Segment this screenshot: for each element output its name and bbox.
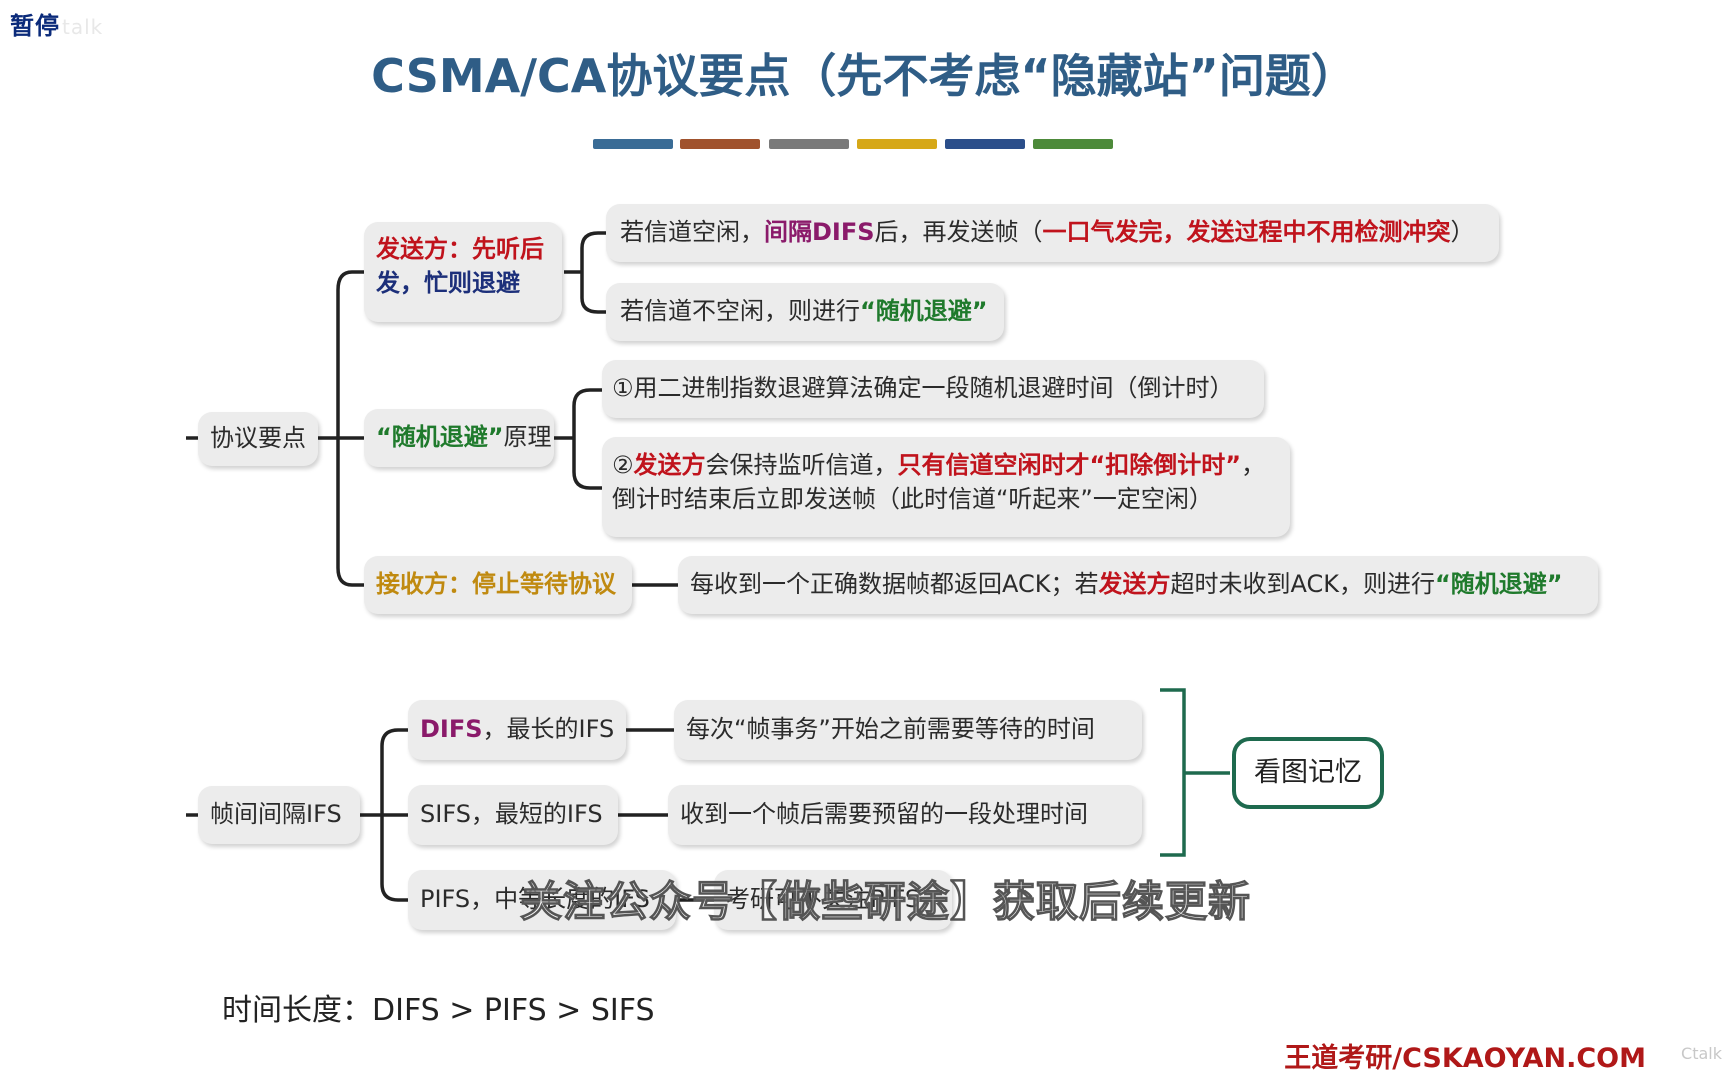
sender-busy-green: “随机退避” [860, 297, 988, 325]
sender-idle-highlight: 间隔DIFS [764, 218, 875, 246]
pifs-node: PIFS，中等长度的IFS [408, 870, 676, 930]
color-bar-6 [1033, 139, 1113, 149]
color-bar-5 [945, 139, 1025, 149]
receiver-detail-pre: 每收到一个正确数据帧都返回ACK；若 [690, 570, 1099, 598]
receiver-detail-red: 发送方 [1098, 570, 1171, 598]
slide-title: CSMA/CA协议要点（先不考虑“隐藏站”问题） [371, 49, 1357, 103]
protocol-root-node: 协议要点 [198, 412, 318, 466]
difs-name: DIFS [420, 715, 483, 743]
difs-label: ，最长的IFS [482, 715, 615, 743]
sender-idle-pre: 若信道空闲， [620, 218, 764, 246]
sifs-desc: 收到一个帧后需要预留的一段处理时间 [680, 800, 1088, 828]
backoff-node: “随机退避”原理 [364, 409, 554, 467]
ghost-text: talk [62, 15, 104, 39]
backoff-tail: 原理 [503, 423, 552, 451]
pifs-label: PIFS，中等长度的IFS [420, 885, 650, 913]
backoff-step-2-line-2: 倒计时结束后立即发送帧（此时信道“听起来”一定空闲） [612, 485, 1213, 513]
sender-line-1: 发送方：先听后 [376, 235, 544, 263]
sifs-label: SIFS，最短的IFS [420, 800, 603, 828]
color-bar-4 [857, 139, 937, 149]
color-bar-2 [680, 139, 760, 149]
difs-desc-node: 每次“帧事务”开始之前需要等待的时间 [674, 700, 1142, 760]
receiver-node: 接收方：停止等待协议 [364, 556, 632, 614]
watermark: Ctalk [1681, 1044, 1722, 1063]
color-bar-1 [593, 139, 673, 149]
sifs-desc-node: 收到一个帧后需要预留的一段处理时间 [668, 785, 1142, 845]
receiver-detail-node: 每收到一个正确数据帧都返回ACK；若发送方超时未收到ACK，则进行“随机退避” [678, 556, 1598, 614]
difs-node: DIFS，最长的IFS [408, 700, 626, 760]
video-subtitle: 关注公众号【做些研途】获取后续更新 [519, 876, 1252, 926]
sender-busy-node: 若信道不空闲，则进行“随机退避” [606, 283, 1004, 341]
memo-label: 看图记忆 [1254, 757, 1362, 788]
backoff-step-2-red2: 只有信道空闲时才“扣除倒计时” [897, 451, 1242, 479]
backoff-green: “随机退避” [376, 423, 504, 451]
ifs-root-label: 帧间间隔IFS [210, 800, 342, 828]
sender-busy-pre: 若信道不空闲，则进行 [620, 297, 860, 325]
difs-desc: 每次“帧事务”开始之前需要等待的时间 [686, 715, 1095, 743]
backoff-step-2-post: ， [1241, 451, 1266, 479]
backoff-step-2-pre: ② [612, 451, 634, 479]
pause-label: 暂停 [10, 12, 60, 40]
sender-idle-post: ） [1450, 218, 1475, 246]
sender-idle-mid: 后，再发送帧（ [874, 218, 1043, 246]
receiver-detail-mid: 超时未收到ACK，则进行 [1170, 570, 1436, 598]
backoff-step-2-mid: 会保持监听信道， [705, 451, 898, 479]
brand-text: 王道考研/CSKAOYAN.COM [1284, 1043, 1646, 1074]
backoff-step-1: ①用二进制指数退避算法确定一段随机退避时间（倒计时） [602, 360, 1264, 418]
receiver-label: 接收方：停止等待协议 [376, 570, 616, 598]
pifs-desc: 考研可不关注PIFS [726, 885, 921, 913]
protocol-root-label: 协议要点 [210, 424, 306, 452]
backoff-step-2-red1: 发送方 [633, 451, 706, 479]
color-bar-3 [769, 139, 849, 149]
receiver-detail-green: “随机退避” [1435, 570, 1563, 598]
backoff-step-2: ②发送方会保持监听信道，只有信道空闲时才“扣除倒计时”， 倒计时结束后立即发送帧… [602, 437, 1290, 537]
sender-line-2: 发，忙则退避 [376, 269, 520, 297]
backoff-step-1-text: ①用二进制指数退避算法确定一段随机退避时间（倒计时） [612, 374, 1234, 402]
memo-box: 看图记忆 [1232, 737, 1384, 809]
sender-idle-red: 一口气发完，发送过程中不用检测冲突 [1042, 218, 1451, 246]
sender-idle-node: 若信道空闲，间隔DIFS后，再发送帧（一口气发完，发送过程中不用检测冲突） [606, 204, 1499, 262]
sifs-node: SIFS，最短的IFS [408, 785, 618, 845]
sender-node: 发送方：先听后 发，忙则退避 [364, 222, 562, 322]
time-length-note: 时间长度：DIFS > PIFS > SIFS [222, 993, 655, 1028]
backoff-step-2-line-1: ②发送方会保持监听信道，只有信道空闲时才“扣除倒计时”， [612, 448, 1280, 482]
pifs-desc-node: 考研可不关注PIFS [714, 870, 952, 930]
ifs-root-node: 帧间间隔IFS [198, 786, 360, 844]
